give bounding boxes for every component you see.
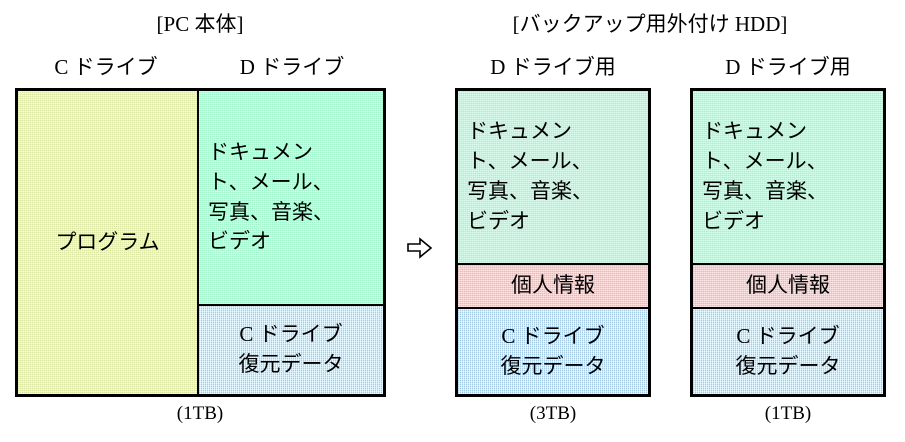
c-restore-line-2: 復元データ (238, 352, 344, 376)
segment-program[interactable]: プログラム (18, 91, 197, 394)
column-d-drive: ドキュメン ト、メール、 写真、音楽、 ビデオ C ドライブ 復元データ (199, 91, 383, 394)
segment-divider (693, 307, 883, 309)
label-d-drive: D ドライブ (239, 55, 345, 79)
segment-d-data[interactable]: ドキュメン ト、メール、 写真、音楽、 ビデオ (693, 91, 883, 263)
d-data-line-1: ドキュメン (467, 119, 572, 144)
header-backup-hdd: [バックアップ用外付け HDD] (512, 12, 788, 36)
caption-pc-capacity: (1TB) (176, 403, 224, 424)
segment-divider (199, 304, 383, 306)
caption-backup-3tb-capacity: (3TB) (529, 403, 577, 424)
c-restore-line-1: C ドライブ (501, 323, 605, 348)
segment-c-restore[interactable]: C ドライブ 復元データ (458, 309, 648, 394)
segment-divider (458, 307, 648, 309)
c-restore-line-2: 復元データ (500, 353, 606, 378)
d-data-line-3: 写真、音楽、 (467, 179, 593, 203)
drive-box-backup-3tb[interactable]: ドキュメン ト、メール、 写真、音楽、 ビデオ 個人情報 C ドライブ 復元デー… (455, 88, 651, 397)
segment-personal-info[interactable]: 個人情報 (458, 265, 648, 307)
d-data-line-1: ドキュメン (702, 119, 807, 144)
segment-c-restore[interactable]: C ドライブ 復元データ (693, 309, 883, 394)
segment-c-restore[interactable]: C ドライブ 復元データ (199, 306, 383, 394)
column-c-drive: プログラム (18, 91, 197, 394)
c-restore-line-2: 復元データ (735, 353, 841, 378)
segment-d-data-label: ドキュメン ト、メール、 写真、音楽、 ビデオ (693, 117, 883, 236)
segment-c-restore-label: C ドライブ 復元データ (199, 320, 383, 380)
right-arrow-icon (400, 232, 440, 264)
d-data-line-4: ビデオ (702, 208, 765, 233)
label-c-drive: C ドライブ (54, 55, 158, 79)
segment-d-data-label: ドキュメン ト、メール、 写真、音楽、 ビデオ (458, 117, 648, 236)
c-restore-line-1: C ドライブ (239, 322, 343, 347)
segment-c-restore-label: C ドライブ 復元データ (458, 322, 648, 382)
d-data-line-3: 写真、音楽、 (702, 179, 828, 203)
d-data-line-2: ト、メール、 (467, 149, 593, 174)
segment-d-data[interactable]: ドキュメン ト、メール、 写真、音楽、 ビデオ (199, 91, 383, 304)
label-d-drive-backup-3tb: D ドライブ用 (490, 55, 616, 79)
segment-d-data[interactable]: ドキュメン ト、メール、 写真、音楽、 ビデオ (458, 91, 648, 263)
caption-backup-1tb-capacity: (1TB) (764, 403, 812, 424)
segment-personal-info-label: 個人情報 (511, 273, 595, 298)
d-data-line-1: ドキュメン (208, 139, 313, 164)
d-data-line-2: ト、メール、 (702, 149, 828, 174)
label-d-drive-backup-1tb: D ドライブ用 (725, 55, 851, 79)
segment-divider (458, 263, 648, 265)
d-data-line-4: ビデオ (208, 229, 271, 254)
drive-box-pc[interactable]: プログラム ドキュメン ト、メール、 写真、音楽、 ビデオ (15, 88, 386, 397)
d-data-line-4: ビデオ (467, 208, 530, 233)
segment-divider (693, 263, 883, 265)
header-pc-body: [PC 本体] (156, 12, 244, 36)
segment-d-data-label: ドキュメン ト、メール、 写真、音楽、 ビデオ (199, 138, 383, 257)
segment-personal-info[interactable]: 個人情報 (693, 265, 883, 307)
segment-c-restore-label: C ドライブ 復元データ (693, 322, 883, 382)
column-divider (197, 91, 199, 394)
segment-personal-info-label: 個人情報 (746, 273, 830, 298)
d-data-line-2: ト、メール、 (208, 169, 334, 194)
segment-program-label: プログラム (55, 229, 160, 254)
d-data-line-3: 写真、音楽、 (208, 199, 334, 224)
c-restore-line-1: C ドライブ (736, 323, 840, 348)
drive-box-backup-1tb[interactable]: ドキュメン ト、メール、 写真、音楽、 ビデオ 個人情報 C ドライブ 復元デー… (690, 88, 886, 397)
